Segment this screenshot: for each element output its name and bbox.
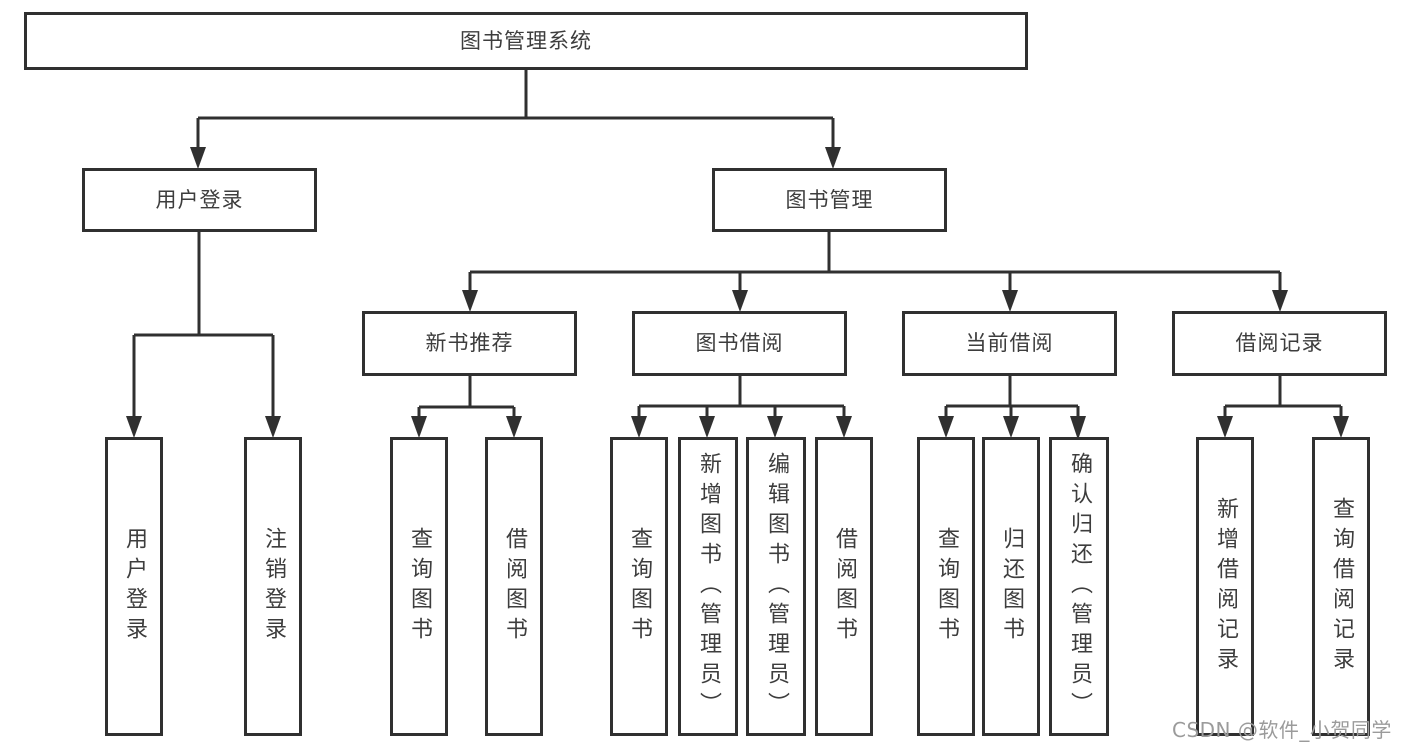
- arrowhead-icon: [265, 416, 281, 438]
- node-label: 借阅记录: [1235, 331, 1324, 355]
- leaf-label: 编辑图书（管理员）: [764, 451, 789, 722]
- node-label: 新书推荐: [425, 331, 514, 355]
- leaf-label: 查询图书: [627, 526, 652, 647]
- leaf-edit-book-admin: 编辑图书（管理员）: [746, 437, 806, 736]
- arrowhead-icon: [506, 416, 522, 438]
- connector: [468, 272, 1282, 293]
- node-book-management: 图书管理: [712, 168, 947, 232]
- connector: [196, 118, 835, 150]
- leaf-query-books: 查询图书: [917, 437, 975, 736]
- leaf-query-books: 查询图书: [610, 437, 668, 736]
- connector: [1223, 406, 1343, 419]
- arrowhead-icon: [631, 416, 647, 438]
- node-book-borrow: 图书借阅: [632, 311, 847, 376]
- leaf-label: 查询借阅记录: [1329, 496, 1354, 677]
- node-library-management-system: 图书管理系统: [24, 12, 1028, 70]
- leaf-label: 新增借阅记录: [1213, 496, 1238, 677]
- leaf-label: 查询图书: [934, 526, 959, 647]
- node-borrow-records: 借阅记录: [1172, 311, 1387, 376]
- leaf-user-login: 用户登录: [105, 437, 163, 736]
- leaf-label: 确认归还（管理员）: [1067, 451, 1092, 722]
- arrowhead-icon: [732, 290, 748, 312]
- connector: [417, 407, 516, 419]
- arrowhead-icon: [836, 416, 852, 438]
- watermark: CSDN @软件_小贺同学: [1172, 718, 1392, 742]
- node-label: 图书管理: [785, 187, 874, 212]
- leaf-confirm-return-admin: 确认归还（管理员）: [1049, 437, 1109, 736]
- leaf-add-borrow-record: 新增借阅记录: [1196, 437, 1254, 736]
- node-current-borrow: 当前借阅: [902, 311, 1117, 376]
- arrowhead-icon: [825, 147, 841, 169]
- leaf-label: 归还图书: [999, 526, 1024, 647]
- arrowhead-icon: [190, 147, 206, 169]
- connector: [132, 335, 275, 419]
- arrowhead-icon: [1002, 290, 1018, 312]
- arrowhead-icon: [1003, 416, 1019, 438]
- connector: [637, 406, 846, 419]
- arrowhead-icon: [411, 416, 427, 438]
- arrowhead-icon: [126, 416, 142, 438]
- leaf-return-book: 归还图书: [982, 437, 1040, 736]
- leaf-borrow-books: 借阅图书: [815, 437, 873, 736]
- node-label: 当前借阅: [965, 331, 1054, 355]
- arrowhead-icon: [462, 290, 478, 312]
- node-label: 用户登录: [155, 187, 244, 212]
- arrowhead-icon: [1217, 416, 1233, 438]
- leaf-borrow-books: 借阅图书: [485, 437, 543, 736]
- arrowhead-icon: [938, 416, 954, 438]
- leaf-label: 借阅图书: [832, 526, 857, 647]
- leaf-logout: 注销登录: [244, 437, 302, 736]
- arrowhead-icon: [1272, 290, 1288, 312]
- arrowhead-icon: [767, 416, 783, 438]
- leaf-label: 查询图书: [407, 526, 432, 647]
- node-label: 图书管理系统: [460, 28, 592, 53]
- leaf-label: 用户登录: [122, 526, 147, 647]
- leaf-label: 借阅图书: [502, 526, 527, 647]
- leaf-query-books: 查询图书: [390, 437, 448, 736]
- leaf-label: 注销登录: [261, 526, 286, 647]
- node-label: 图书借阅: [695, 331, 784, 355]
- arrowhead-icon: [1070, 416, 1086, 440]
- arrowhead-icon: [1333, 416, 1349, 438]
- leaf-query-borrow-record: 查询借阅记录: [1312, 437, 1370, 736]
- leaf-label: 新增图书（管理员）: [696, 451, 721, 722]
- leaf-add-book-admin: 新增图书（管理员）: [678, 437, 738, 736]
- arrowhead-icon: [699, 416, 715, 438]
- node-new-book-recommend: 新书推荐: [362, 311, 577, 376]
- node-user-login: 用户登录: [82, 168, 317, 232]
